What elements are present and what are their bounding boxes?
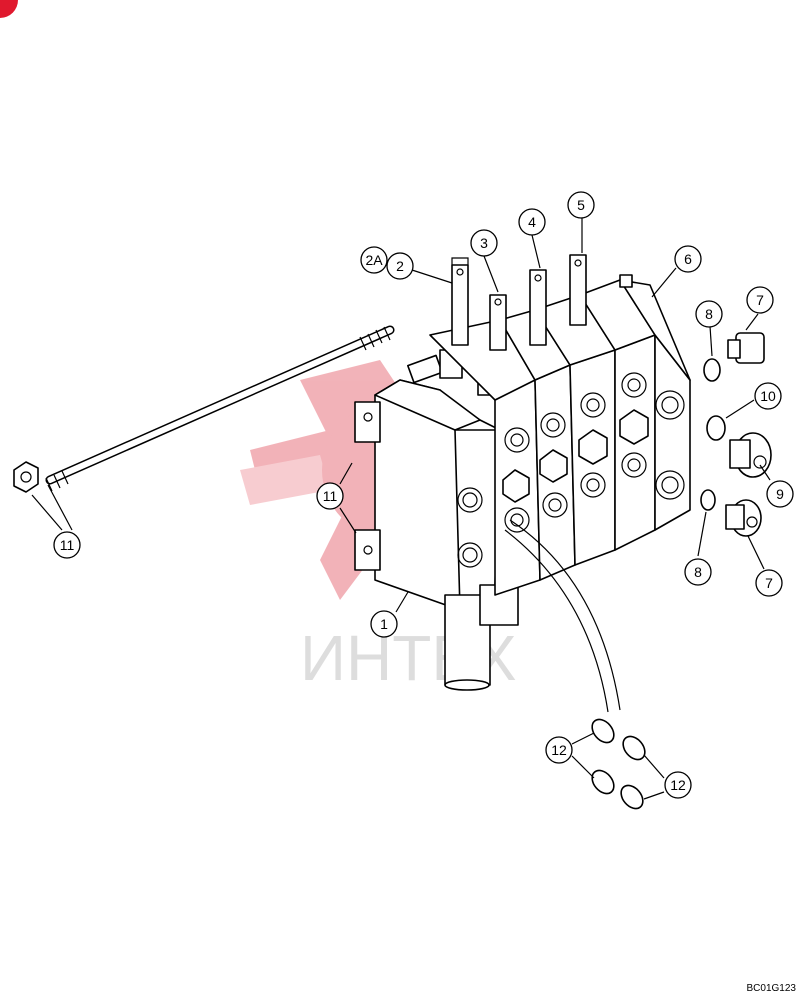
- callout-2A: 2A: [360, 246, 388, 274]
- o-ring-8-top: [703, 358, 721, 382]
- callout-9-label: 9: [776, 486, 784, 502]
- callout-8-top-label: 8: [705, 306, 713, 322]
- callout-8-bottom: 8: [684, 558, 712, 586]
- callout-10-label: 10: [760, 388, 776, 404]
- inlet-section: [354, 379, 519, 691]
- callout-4-label: 4: [528, 214, 536, 230]
- callout-11-rod: 11: [53, 531, 81, 559]
- callout-12-left-label: 12: [551, 742, 567, 758]
- callout-12-right: 12: [664, 771, 692, 799]
- spool-end-2: [451, 257, 469, 346]
- callout-3: 3: [470, 229, 498, 257]
- tie-rod: [45, 325, 395, 492]
- callout-7-bottom: 7: [755, 569, 783, 597]
- callout-11-brackets: 11: [316, 482, 344, 510]
- callout-6: 6: [674, 245, 702, 273]
- tube-line-1: [509, 519, 621, 711]
- callout-7-top-label: 7: [756, 292, 764, 308]
- hex-nut: [13, 461, 39, 493]
- callout-7-bottom-label: 7: [765, 575, 773, 591]
- callout-2: 2: [386, 252, 414, 280]
- o-ring-12-c: [591, 769, 615, 795]
- callout-1: 1: [370, 610, 398, 638]
- work-section-3: [534, 294, 616, 566]
- o-ring-12-a: [591, 718, 615, 744]
- spool-end-3: [489, 294, 507, 351]
- callout-7-top: 7: [746, 286, 774, 314]
- callout-6-label: 6: [684, 251, 692, 267]
- callout-5-label: 5: [577, 197, 585, 213]
- o-ring-8-bottom: [700, 489, 716, 511]
- callout-1-label: 1: [380, 616, 388, 632]
- callout-10: 10: [754, 382, 782, 410]
- leader-lines: [31, 218, 771, 800]
- callout-3-label: 3: [480, 235, 488, 251]
- spool-end-4: [529, 269, 547, 346]
- tube-line-2: [504, 529, 609, 713]
- drawing-id: BC01G123: [746, 983, 796, 994]
- spool-end-5: [569, 254, 587, 326]
- callout-2-label: 2: [396, 258, 404, 274]
- callout-8-top: 8: [695, 300, 723, 328]
- callout-12-left: 12: [545, 736, 573, 764]
- callout-12-right-label: 12: [670, 777, 686, 793]
- callout-9: 9: [766, 480, 794, 508]
- outlet-section: [619, 274, 691, 531]
- callout-2A-label: 2A: [365, 252, 383, 268]
- o-ring-12-b: [622, 735, 646, 761]
- callout-11-brackets-label: 11: [323, 488, 338, 504]
- callout-5: 5: [567, 191, 595, 219]
- o-ring-10: [706, 415, 726, 441]
- callout-8-bottom-label: 8: [694, 564, 702, 580]
- plug-9: [729, 432, 772, 478]
- o-ring-12-d: [620, 784, 644, 810]
- plug-7-top: [727, 332, 765, 364]
- plug-7-bottom: [725, 499, 762, 537]
- callout-4: 4: [518, 208, 546, 236]
- callout-11-rod-label: 11: [60, 537, 75, 553]
- work-section-4: [579, 279, 656, 551]
